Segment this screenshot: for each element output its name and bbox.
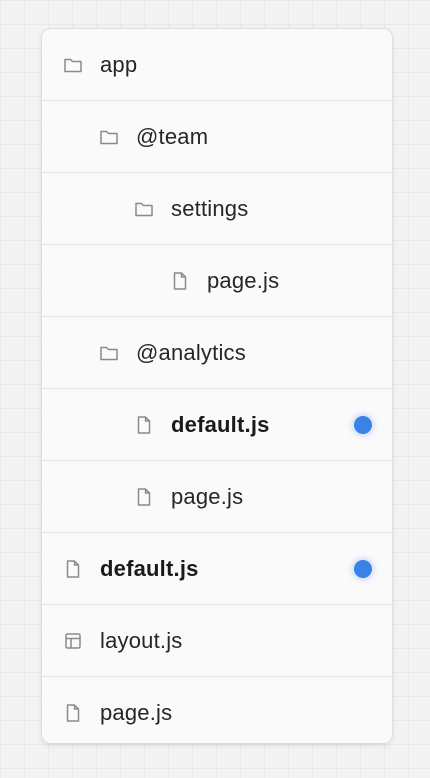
tree-row-label: page.js	[171, 483, 244, 509]
file-icon	[169, 270, 191, 292]
tree-row-analytics-default-file[interactable]: default.js	[42, 389, 392, 461]
highlight-dot	[354, 415, 372, 434]
folder-icon	[98, 342, 120, 364]
folder-icon	[98, 126, 120, 148]
tree-row-label: layout.js	[100, 627, 183, 653]
file-icon	[133, 414, 155, 436]
tree-row-analytics-folder[interactable]: @analytics	[42, 317, 392, 389]
tree-row-label: default.js	[100, 555, 199, 581]
tree-row-settings-folder[interactable]: settings	[42, 173, 392, 245]
file-icon	[62, 702, 84, 724]
tree-row-label: app	[100, 51, 138, 77]
highlight-dot	[354, 559, 372, 578]
tree-row-label: @analytics	[136, 339, 246, 365]
file-tree: app @team settings page.js @analytics de…	[41, 28, 393, 744]
tree-row-label: settings	[171, 195, 249, 221]
tree-row-label: default.js	[171, 411, 270, 437]
tree-row-settings-page-file[interactable]: page.js	[42, 245, 392, 317]
tree-row-label: page.js	[207, 267, 280, 293]
file-icon	[62, 558, 84, 580]
tree-row-analytics-page-file[interactable]: page.js	[42, 461, 392, 533]
tree-row-layout-file[interactable]: layout.js	[42, 605, 392, 677]
tree-row-label: page.js	[100, 700, 173, 725]
folder-icon	[133, 198, 155, 220]
tree-row-root-default-file[interactable]: default.js	[42, 533, 392, 605]
tree-row-label: @team	[136, 123, 209, 149]
file-icon	[133, 486, 155, 508]
layout-icon	[62, 630, 84, 652]
tree-row-app-folder[interactable]: app	[42, 29, 392, 101]
folder-icon	[62, 54, 84, 76]
tree-row-team-folder[interactable]: @team	[42, 101, 392, 173]
tree-row-root-page-file[interactable]: page.js	[42, 677, 392, 743]
